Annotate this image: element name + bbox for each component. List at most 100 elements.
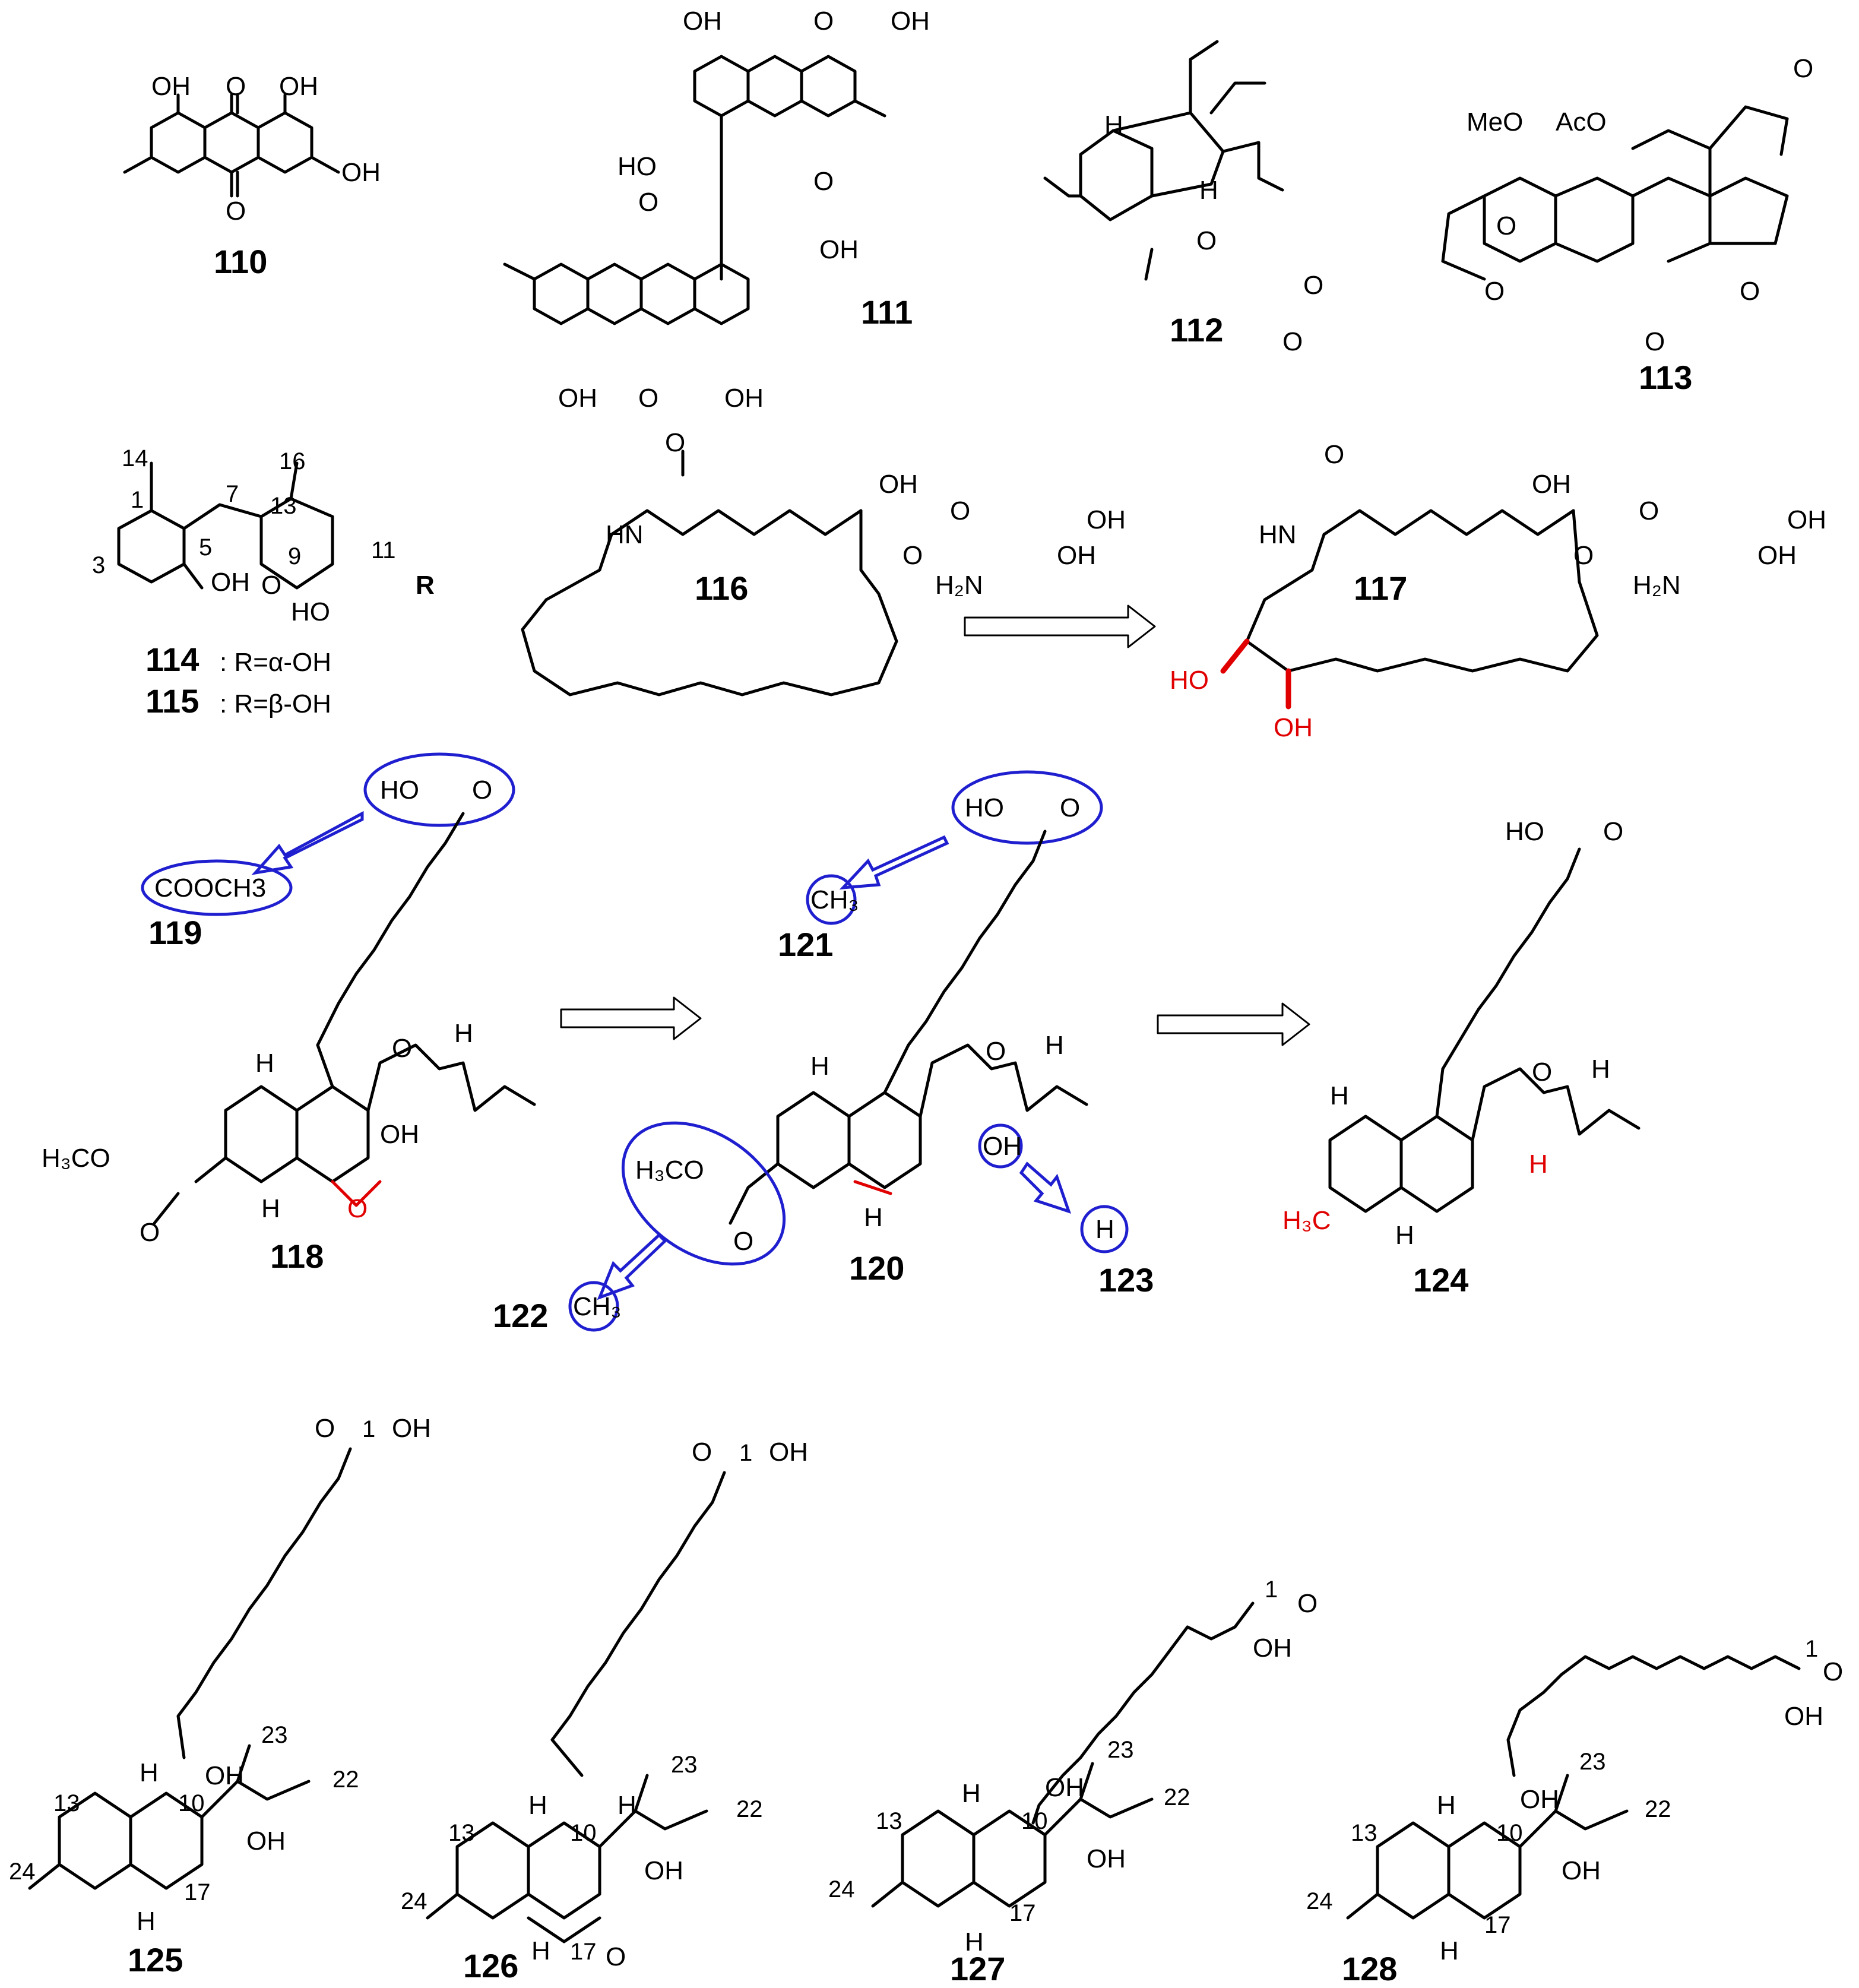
label-119: 119	[148, 914, 202, 951]
num-24-127: 24	[828, 1876, 855, 1902]
h-112a: H	[1104, 110, 1123, 140]
ho-124: HO	[1505, 817, 1544, 846]
r-114: R	[416, 571, 435, 600]
num-1-127: 1	[1265, 1577, 1278, 1603]
o-118-carbonyl: O	[472, 775, 492, 805]
label-117: 117	[1354, 569, 1407, 607]
h-124b: H	[1591, 1055, 1610, 1084]
o-126-carbonyl: O	[692, 1438, 712, 1467]
structure-118: HO O COOCH3 119 H H O OH H₃CO H O O 118	[42, 752, 536, 1275]
num-22-128: 22	[1645, 1796, 1671, 1822]
oh-128b: OH	[1562, 1856, 1601, 1885]
label-126: 126	[463, 1947, 518, 1984]
num-22-125: 22	[332, 1767, 359, 1793]
o-117c: O	[1573, 541, 1594, 570]
label-122: 122	[493, 1297, 548, 1334]
oh-117c: OH	[1757, 541, 1797, 570]
arrow-116-117	[964, 604, 1156, 648]
o-120-carbonyl: O	[1060, 793, 1080, 822]
oh-127-acid: OH	[1253, 1634, 1292, 1663]
oh-114: OH	[211, 568, 250, 597]
oh-125b: OH	[246, 1826, 286, 1856]
o-117b: O	[1639, 496, 1659, 526]
o-113a: O	[1793, 54, 1813, 83]
aco-113: AcO	[1556, 107, 1607, 137]
label-125: 125	[128, 1941, 183, 1978]
o-120-epox: O	[986, 1037, 1006, 1066]
label-128: 128	[1342, 1950, 1397, 1987]
oh-127a: OH	[1045, 1773, 1084, 1802]
structure-112: H H O O O 112	[1043, 40, 1323, 356]
substituent-114: : R=α-OH	[220, 648, 331, 677]
structure-117: O HN OH O OH O OH H₂N HO OH 117	[1170, 440, 1826, 742]
structure-114-115: 14 1 7 16 13 3 5 9 11 OH O HO R 114 : R=…	[92, 445, 435, 720]
arrow-118-120	[560, 996, 702, 1040]
num-22-126: 22	[736, 1796, 763, 1822]
o-128-carbonyl: O	[1823, 1657, 1843, 1686]
meo-113: MeO	[1467, 107, 1523, 137]
o-112c: O	[1282, 327, 1303, 356]
oh-117-highlight: OH	[1274, 713, 1313, 742]
o-117a: O	[1324, 440, 1344, 469]
structure-125: O 1 OH H OH 10 23 22 13 OH 24 17 H 125	[9, 1414, 431, 1978]
annotation-circle-121	[806, 874, 857, 925]
num-5: 5	[199, 534, 212, 561]
h-128a: H	[1437, 1791, 1456, 1820]
o-112a: O	[1196, 226, 1217, 255]
h-120b: H	[1045, 1031, 1064, 1060]
label-113: 113	[1639, 359, 1692, 396]
o-113e: O	[1645, 327, 1665, 356]
ch3-121: CH₃	[810, 885, 859, 914]
o-113b: O	[1496, 211, 1516, 240]
num-13-125: 13	[53, 1790, 80, 1816]
num-13-127: 13	[876, 1808, 902, 1834]
structure-127: 1 O OH H OH 10 23 22 13 OH 24 17 H 127	[828, 1577, 1318, 1987]
num-13-128: 13	[1351, 1820, 1377, 1846]
h-126b: H	[617, 1791, 636, 1820]
oh-128a: OH	[1520, 1785, 1559, 1814]
num-10-125: 10	[178, 1790, 205, 1816]
num-17-128: 17	[1484, 1912, 1511, 1938]
structure-110: OH O OH OH O 110	[123, 72, 381, 280]
h-126a: H	[528, 1791, 547, 1820]
num-1: 1	[131, 487, 144, 513]
num-23-125: 23	[261, 1722, 288, 1748]
structure-126: O 1 OH H H 10 23 22 13 OH 24 H 17 O 126	[401, 1438, 808, 1984]
nh2-117: H₂N	[1633, 571, 1681, 600]
h-124-red: H	[1529, 1150, 1548, 1179]
num-1-128: 1	[1805, 1636, 1818, 1662]
h3co-118: H₃CO	[42, 1144, 110, 1173]
num-3: 3	[92, 552, 105, 578]
o-113c: O	[1484, 277, 1505, 306]
num-23-128: 23	[1579, 1749, 1606, 1775]
num-17-126: 17	[570, 1939, 597, 1965]
h-124c: H	[1395, 1221, 1414, 1250]
oh-110b: OH	[279, 72, 318, 101]
oh-111a: OH	[683, 7, 722, 36]
annotation-circle-123	[1080, 1205, 1129, 1253]
structure-116: O HN OH O OH O OH H₂N 116	[521, 428, 1126, 697]
annotation-ellipse-ester-120	[621, 1121, 786, 1266]
oh-110c: OH	[341, 158, 381, 187]
num-17-127: 17	[1009, 1900, 1036, 1926]
label-112: 112	[1170, 311, 1223, 349]
ho-118: HO	[380, 775, 419, 805]
arrow-120-121	[839, 835, 949, 890]
h-126c: H	[531, 1936, 550, 1965]
o-118-ester: O	[140, 1218, 160, 1247]
h-118a: H	[255, 1049, 274, 1078]
oh-128-acid: OH	[1784, 1702, 1823, 1731]
o-120-ester: O	[733, 1227, 753, 1256]
h-118b: H	[454, 1019, 473, 1048]
o-110a: O	[226, 72, 246, 101]
oh-111b: OH	[891, 7, 930, 36]
h-125b: H	[137, 1907, 156, 1936]
label-121: 121	[778, 926, 833, 963]
num-1-125: 1	[362, 1416, 375, 1442]
ho-117-highlight: HO	[1170, 666, 1209, 695]
h-128b: H	[1440, 1936, 1459, 1965]
h-120c: H	[864, 1203, 883, 1232]
label-124: 124	[1413, 1261, 1468, 1299]
o-111d: O	[638, 384, 658, 413]
o-127-carbonyl: O	[1297, 1589, 1318, 1618]
